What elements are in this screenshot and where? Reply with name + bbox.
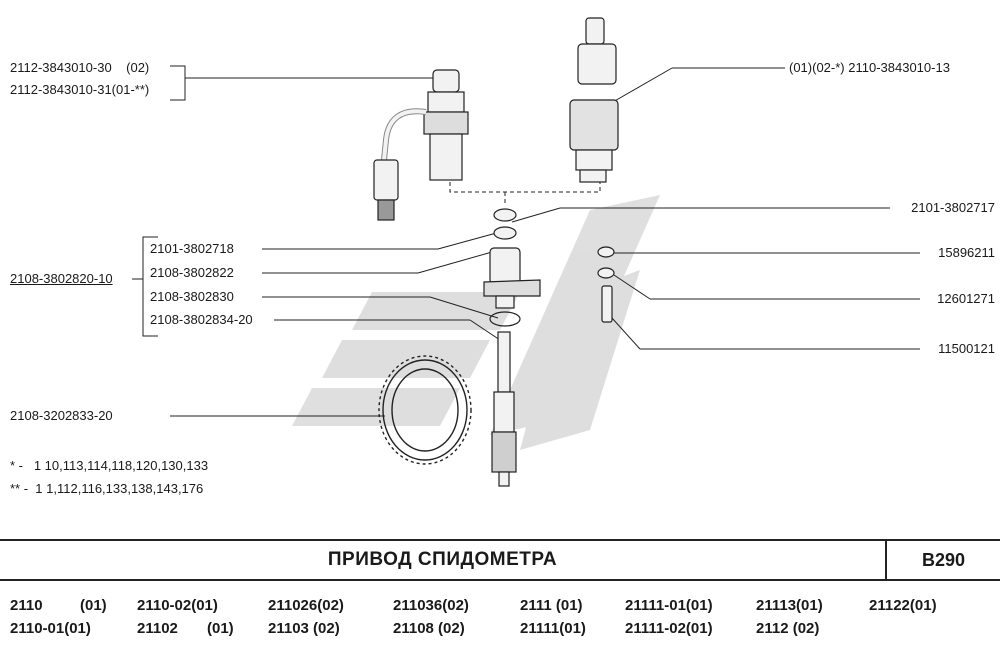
page-title: ПРИВОД СПИДОМЕТРА [327,549,558,570]
drive-shaft [491,331,517,487]
model-item: 2112 (02) [756,620,820,637]
model-item: 2110 [10,597,43,614]
label-top-left-2: 2112-3843010-31(01-**) [10,82,150,97]
model-item: 21111-01(01) [625,597,713,614]
label-assembly: 2108-3802820-10 [10,271,113,286]
label-top-left-1: 2112-3843010-30 (02) [10,60,150,75]
gear-ring [378,355,472,465]
model-item: 211026(02) [268,597,344,614]
model-list: 2110 (01) 2110-02(01) 211026(02) 211036(… [0,593,1000,648]
section-code: B290 [885,541,1000,579]
parts-diagram [132,17,920,487]
model-item: 21122(01) [869,597,937,614]
leader-lines [132,65,920,417]
label-part-b: 2108-3802822 [150,265,234,280]
model-item: 21103 (02) [268,620,340,637]
model-item: 2110-01(01) [10,620,91,637]
label-part-d: 2108-3802834-20 [150,312,253,327]
title-bar: ПРИВОД СПИДОМЕТРА B290 [0,539,1000,581]
model-item: (01) [80,597,107,614]
model-item: (01) [207,620,234,637]
label-gear: 2108-3202833-20 [10,408,113,423]
model-item: 21102 [137,620,178,637]
model-item: 21113(01) [756,597,823,614]
sensor-2110 [569,17,619,183]
label-right-2: 15896211 [938,245,995,260]
model-item: 211036(02) [393,597,469,614]
model-item: 21111-02(01) [625,620,713,637]
model-item: 2111 (01) [520,597,583,614]
note-1: * - 1 10,113,114,118,120,130,133 [10,458,209,473]
label-top-right: (01)(02-*) 2110-3843010-13 [789,60,950,75]
model-item: 21111(01) [520,620,586,637]
label-right-1: 2101-3802717 [911,200,995,215]
label-right-4: 11500121 [938,341,995,356]
label-part-c: 2108-3802830 [150,289,234,304]
model-item: 21108 (02) [393,620,465,637]
note-2: ** - 1 1,112,116,133,138,143,176 [10,481,204,496]
sensor-2112 [373,69,469,221]
label-part-a: 2101-3802718 [150,241,234,256]
label-right-3: 12601271 [937,291,995,306]
model-item: 2110-02(01) [137,597,218,614]
drive-housing [483,208,615,327]
